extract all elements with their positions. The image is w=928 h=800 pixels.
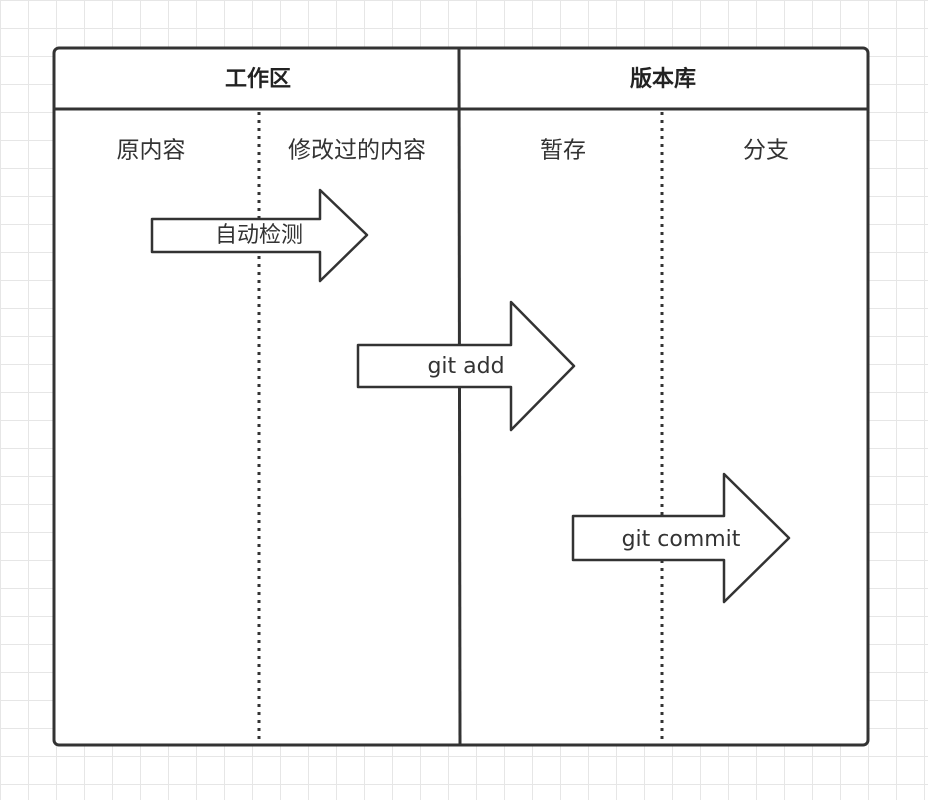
auto-detect-label: 自动检测 <box>214 223 304 248</box>
workspace-header: 工作区 <box>224 67 292 92</box>
git-add-label: git add <box>427 354 505 379</box>
modified-content-label: 修改过的内容 <box>288 137 426 164</box>
git-add-arrow <box>356 300 576 432</box>
stage-label: 暂存 <box>540 137 586 164</box>
original-content-label: 原内容 <box>116 137 186 164</box>
section-divider <box>457 47 462 746</box>
repository-header: 版本库 <box>629 67 697 92</box>
branch-label: 分支 <box>743 137 789 164</box>
git-commit-label: git commit <box>621 527 741 552</box>
git-commit-arrow <box>571 472 791 604</box>
auto-detect-arrow <box>150 188 369 283</box>
